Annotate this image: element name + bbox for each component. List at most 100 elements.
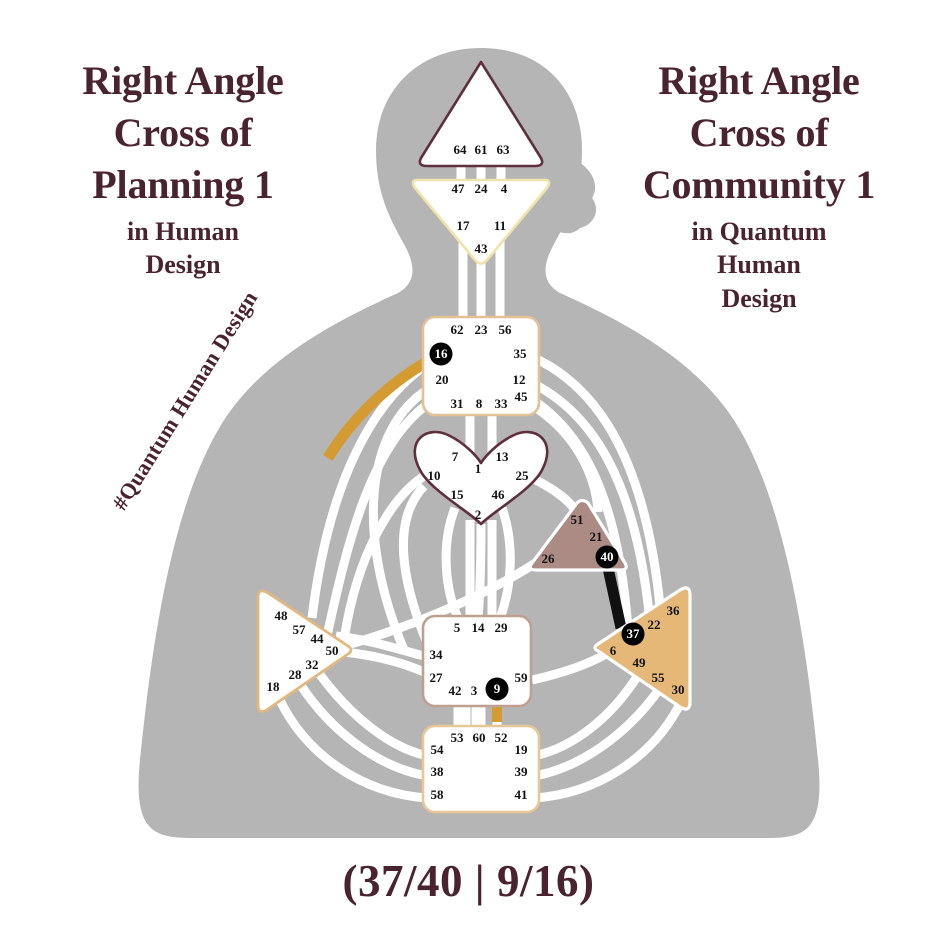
gate-label: 54 [431,742,445,757]
gate-label: 61 [475,142,488,157]
gate-37[interactable]: 37 [621,622,645,646]
gate-38[interactable]: 38 [431,764,445,779]
title-left-line3: Planning 1 [92,162,274,207]
gate-16[interactable]: 16 [429,342,453,366]
gate-28[interactable]: 28 [289,667,303,682]
gate-18[interactable]: 18 [267,679,281,694]
gate-1[interactable]: 1 [475,461,482,476]
gate-26[interactable]: 26 [542,551,556,566]
gate-10[interactable]: 10 [428,468,441,483]
gate-17[interactable]: 17 [457,218,471,233]
gate-27[interactable]: 27 [430,670,444,685]
gate-14[interactable]: 14 [472,620,486,635]
gate-46[interactable]: 46 [492,487,506,502]
gate-6[interactable]: 6 [610,643,617,658]
gate-54[interactable]: 54 [431,742,445,757]
gate-61[interactable]: 61 [475,142,488,157]
gate-label: 23 [475,322,489,337]
gate-50[interactable]: 50 [326,643,339,658]
gate-55[interactable]: 55 [652,670,666,685]
gate-activation-dot [485,677,509,701]
cross-gates-caption: (37/40 | 9/16) [342,856,595,906]
gate-2[interactable]: 2 [475,507,482,522]
gate-52[interactable]: 52 [495,730,508,745]
gate-48[interactable]: 48 [275,608,289,623]
gate-32[interactable]: 32 [306,657,319,672]
gate-24[interactable]: 24 [475,181,489,196]
gate-59[interactable]: 59 [515,670,529,685]
gate-activation-dot [595,545,619,569]
center-head[interactable] [418,60,544,168]
gate-label: 16 [435,346,449,361]
gate-label: 49 [633,655,647,670]
gate-25[interactable]: 25 [516,468,530,483]
gate-34[interactable]: 34 [430,647,444,662]
gate-label: 55 [652,670,666,685]
gate-8[interactable]: 8 [476,396,483,411]
gate-12[interactable]: 12 [513,372,526,387]
gate-45[interactable]: 45 [515,389,529,404]
gate-63[interactable]: 63 [497,142,511,157]
gate-4[interactable]: 4 [501,181,508,196]
gate-label: 11 [494,218,506,233]
gate-39[interactable]: 39 [515,764,529,779]
center-g[interactable] [413,430,549,526]
gate-label: 14 [472,620,486,635]
activated-channels [323,353,627,722]
center-ajna[interactable] [411,178,551,265]
gate-31[interactable]: 31 [451,396,464,411]
gate-33[interactable]: 33 [495,396,509,411]
gate-label: 63 [497,142,511,157]
gate-11[interactable]: 11 [494,218,506,233]
gate-64[interactable]: 64 [454,142,468,157]
gate-60[interactable]: 60 [473,730,486,745]
gate-53[interactable]: 53 [451,730,465,745]
gate-40[interactable]: 40 [595,545,619,569]
gate-29[interactable]: 29 [495,620,509,635]
gate-label: 52 [495,730,508,745]
title-right-sub3: Design [721,283,797,313]
gate-5[interactable]: 5 [454,620,461,635]
gate-35[interactable]: 35 [514,346,528,361]
gate-label: 42 [449,683,462,698]
gate-label: 4 [501,181,508,196]
gate-43[interactable]: 43 [475,241,489,256]
gate-56[interactable]: 56 [499,322,513,337]
title-right-line2: Cross of [689,110,829,155]
center-solarplexus[interactable] [593,586,692,711]
gate-13[interactable]: 13 [496,449,510,464]
gate-21[interactable]: 21 [590,529,603,544]
gate-19[interactable]: 19 [515,742,529,757]
center-root[interactable] [421,724,541,814]
gate-36[interactable]: 36 [667,603,681,618]
gate-15[interactable]: 15 [451,487,465,502]
gate-3[interactable]: 3 [471,683,478,698]
gate-62[interactable]: 62 [451,322,464,337]
gate-30[interactable]: 30 [672,682,685,697]
gate-49[interactable]: 49 [633,655,647,670]
gate-42[interactable]: 42 [449,683,462,698]
gate-20[interactable]: 20 [436,372,449,387]
gate-47[interactable]: 47 [452,181,466,196]
channel-16-half [323,353,437,461]
gate-22[interactable]: 22 [648,617,661,632]
gate-label: 19 [515,742,529,757]
gate-51[interactable]: 51 [571,512,584,527]
gate-label: 8 [476,396,483,411]
gate-activation-dot [429,342,453,366]
gate-label: 10 [428,468,441,483]
gate-7[interactable]: 7 [452,449,459,464]
gate-9[interactable]: 9 [485,677,509,701]
gate-23[interactable]: 23 [475,322,489,337]
center-spleen[interactable] [256,589,353,713]
gate-label: 59 [515,670,529,685]
gate-label: 12 [513,372,526,387]
gate-57[interactable]: 57 [293,622,307,637]
gate-label: 50 [326,643,339,658]
gate-44[interactable]: 44 [311,631,325,646]
gate-41[interactable]: 41 [515,787,528,802]
center-throat[interactable] [421,315,541,417]
gate-58[interactable]: 58 [431,787,445,802]
